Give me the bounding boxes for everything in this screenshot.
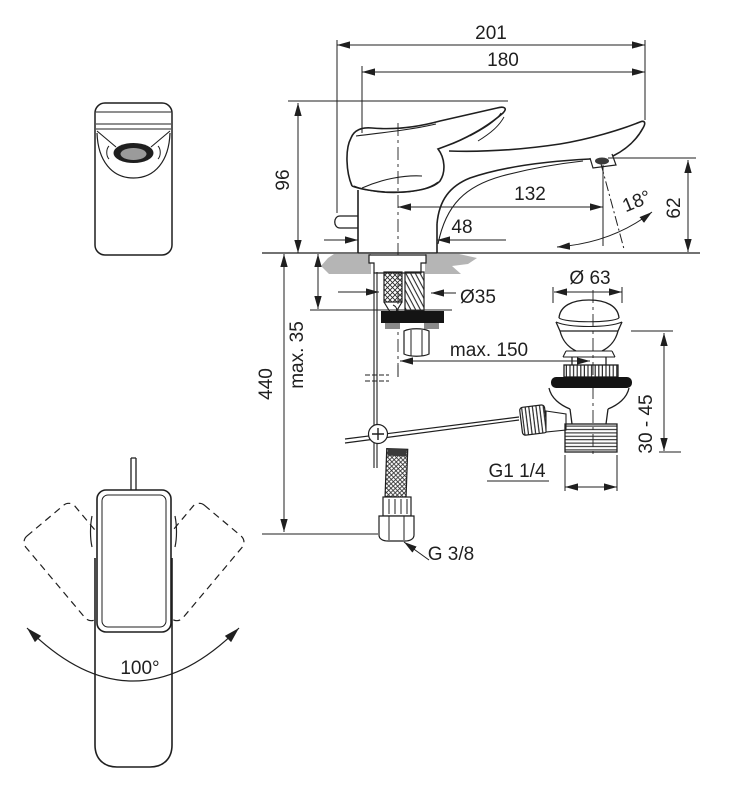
dimension-labels: 201 180 96 132 48 18° 62 440 max. 35 Ø35… <box>120 23 685 679</box>
dim-hole-diameter: Ø35 <box>460 287 496 308</box>
faucet-top-view <box>94 102 173 256</box>
dim-spout-height: 62 <box>664 197 685 218</box>
dim-install-depth: 440 <box>256 368 277 400</box>
base-side-tab <box>334 215 358 229</box>
waste-body <box>548 387 630 410</box>
dim-spout-depth: 180 <box>487 50 519 71</box>
mounting-collar <box>368 254 427 274</box>
counter-section <box>262 252 700 274</box>
dim-supply-thread: G 3/8 <box>428 544 474 565</box>
dim-height: 96 <box>273 169 294 190</box>
dim-swivel-angle: 100° <box>120 658 159 679</box>
dim-flow-angle: 18° <box>620 187 655 217</box>
counter-slab-left <box>321 254 371 274</box>
link-knurled-nut <box>519 404 548 436</box>
dim-max-deck-thickness: max. 35 <box>287 321 308 389</box>
swivel-stem <box>130 457 137 491</box>
waste-thread-band <box>563 364 619 378</box>
fixing-stud <box>383 271 403 303</box>
dim-waste-height-range: 30 - 45 <box>636 394 657 453</box>
dim-waste-cap-diameter: Ø 63 <box>569 268 610 289</box>
dim-pull-rod-reach: max. 150 <box>450 340 528 361</box>
aerator-face <box>120 148 147 160</box>
dim-waste-thread: G1 1/4 <box>488 461 545 482</box>
top-view-body <box>94 102 173 256</box>
popup-cap <box>558 299 620 319</box>
handle-lever <box>346 106 506 193</box>
faucet-side-view <box>334 106 646 377</box>
waste-assembly <box>548 290 632 456</box>
dim-spout-reach: 132 <box>514 184 546 205</box>
swivel-arc <box>26 627 240 682</box>
counter-slab-right <box>425 254 477 274</box>
handle-ghost-left <box>23 502 137 622</box>
horseshoe-washer <box>381 311 444 323</box>
waste-tailpiece <box>564 423 618 453</box>
spout-top-edge <box>448 120 646 157</box>
waste-gasket <box>551 377 632 388</box>
dim-base-depth: 48 <box>451 217 472 238</box>
dimension-lines <box>262 40 696 561</box>
hose-nut <box>378 515 415 542</box>
handle-ghost-right <box>131 502 245 622</box>
mounting-nut <box>403 328 430 357</box>
aerator-outlet <box>589 153 617 169</box>
swivel-handle <box>96 489 172 633</box>
spout-mouth-curve <box>96 132 171 179</box>
swivel-top-view <box>23 457 245 768</box>
supply-hose <box>384 448 409 498</box>
threaded-shank <box>404 271 425 312</box>
mounting-hardware <box>344 254 567 542</box>
spout-underside <box>436 158 591 225</box>
dim-total-depth: 201 <box>475 23 507 44</box>
